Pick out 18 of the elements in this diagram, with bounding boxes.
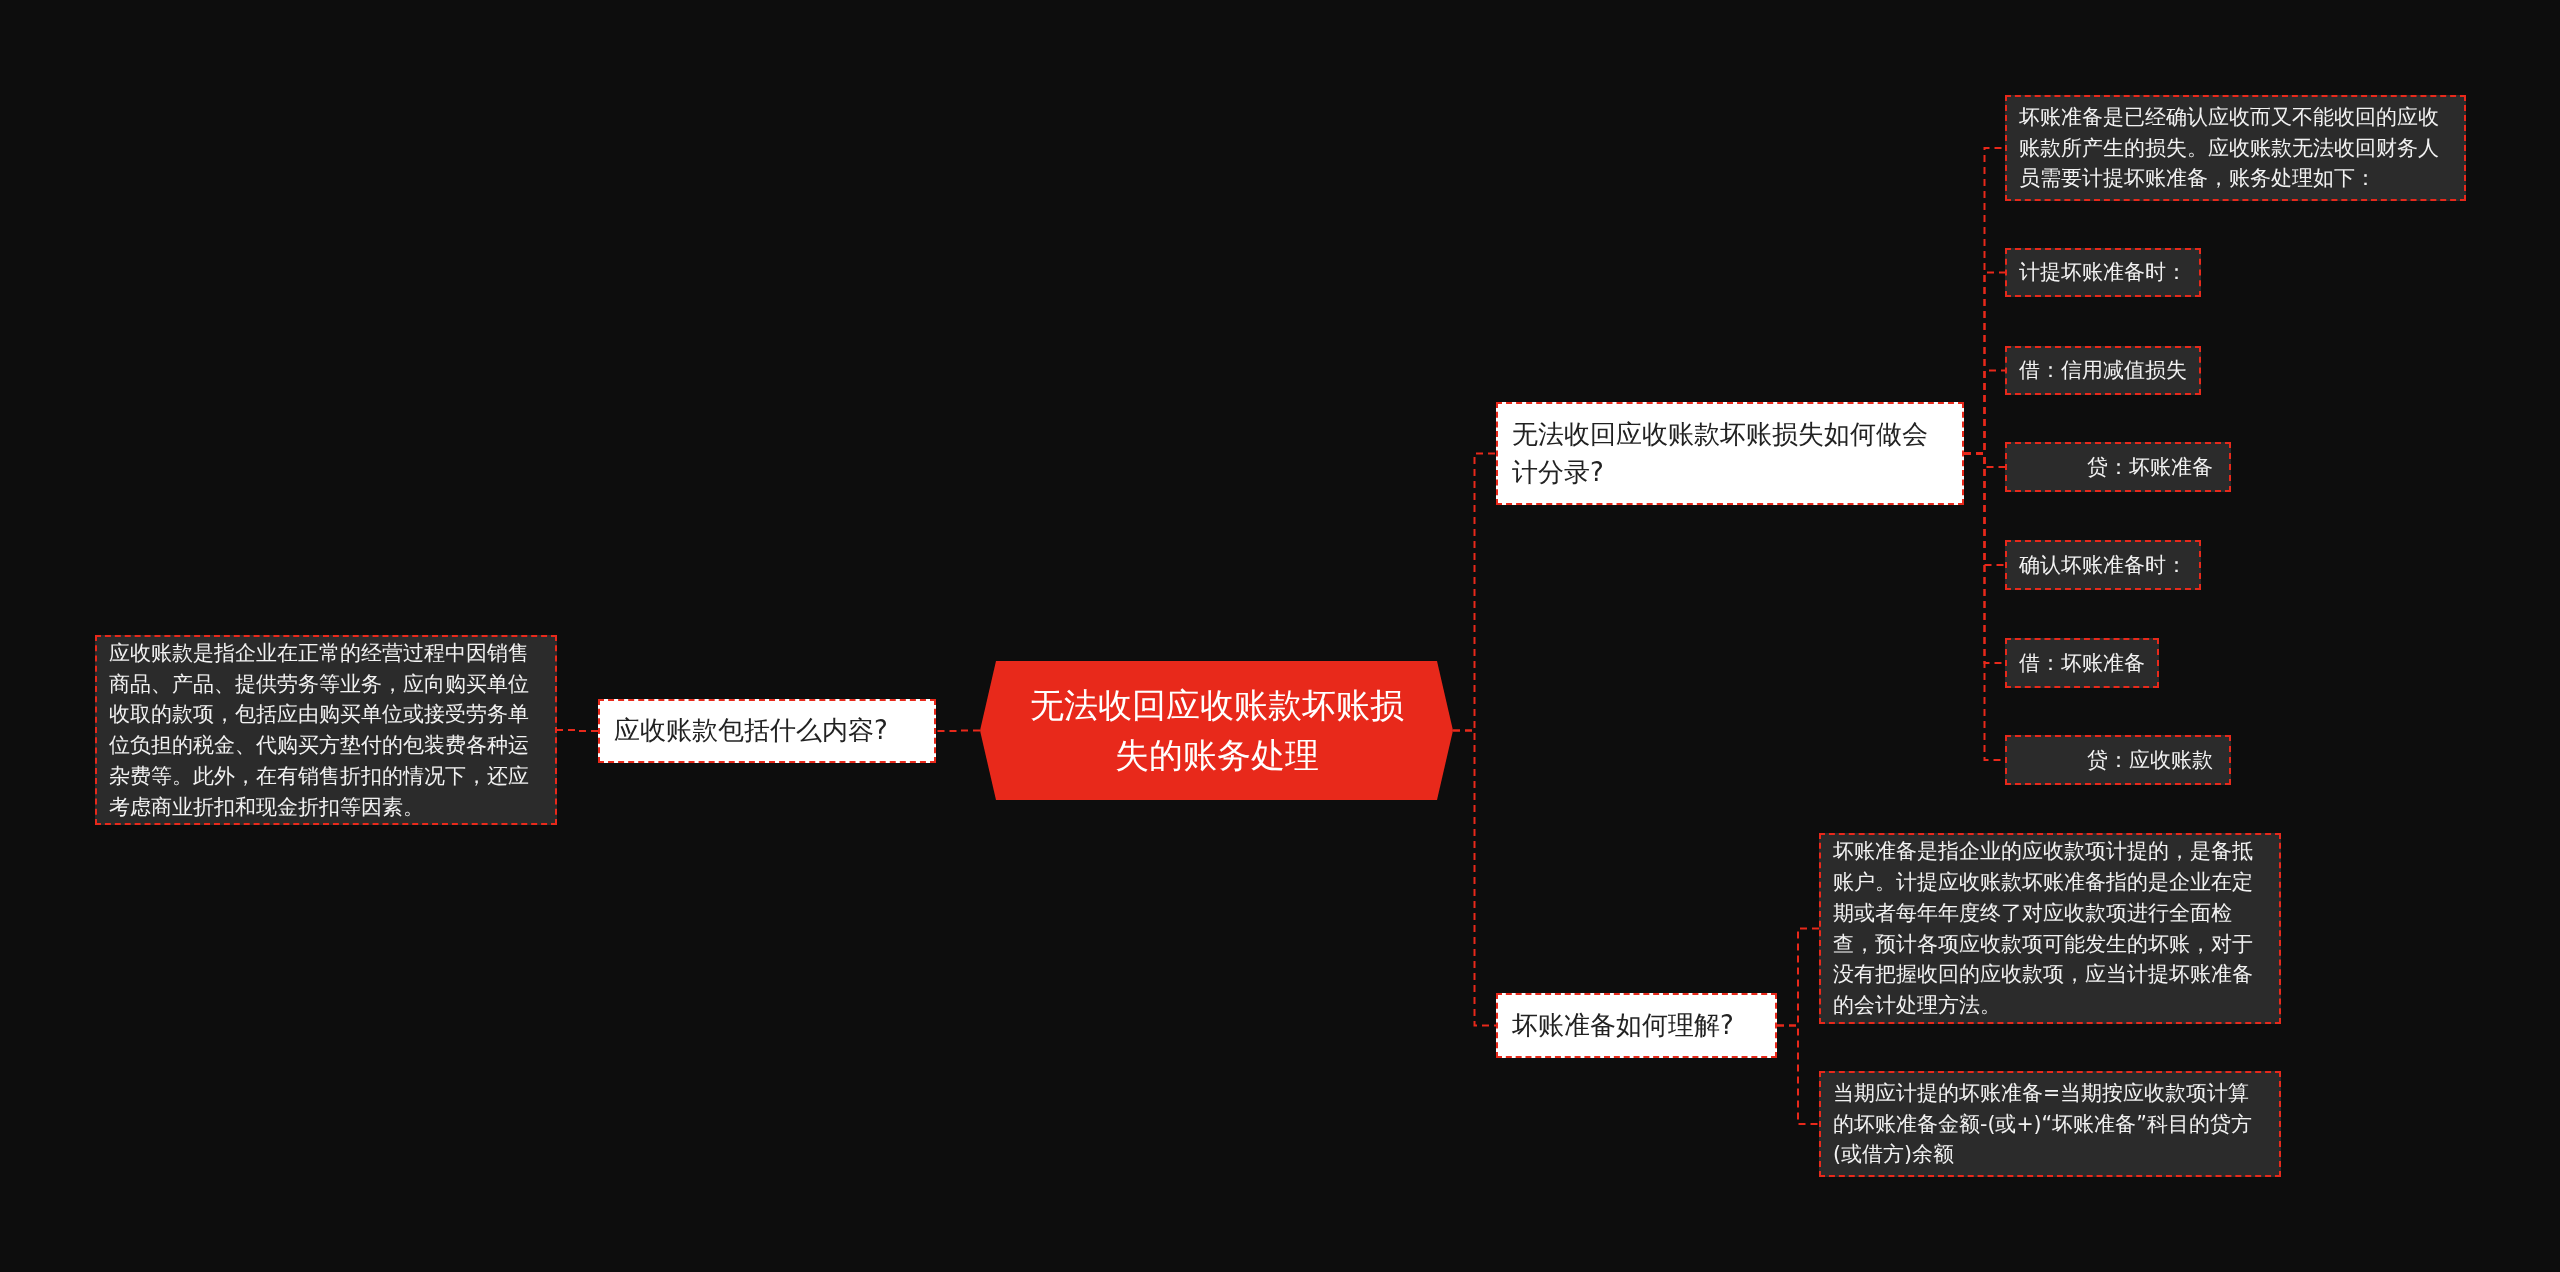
note-box: 坏账准备是已经确认应收而又不能收回的应收账款所产生的损失。应收账款无法收回财务人员需要计提坏账准备，账务处理如下： [2005,95,2466,201]
note-box: 贷：坏账准备 [2005,442,2231,492]
note-box: 坏账准备是指企业的应收款项计提的，是备抵账户。计提应收账款坏账准备指的是企业在定期或者每年年度终了对应收款项进行全面检查，预计各项应收款项可能发生的坏账，对于没有把握收回的应收款项，应当计提坏账准备的会计处理方法。 [1819,833,2281,1024]
note-box: 确认坏账准备时： [2005,540,2201,590]
question-box: 无法收回应收账款坏账损失如何做会计分录? [1496,402,1964,505]
connector-line [935,729,981,732]
note-box: 当期应计提的坏账准备=当期按应收款项计算的坏账准备金额-(或+)“坏账准备”科目的贷方(或借方)余额 [1819,1071,2281,1177]
note-box: 应收账款是指企业在正常的经营过程中因销售商品、产品、提供劳务等业务，应向购买单位收取的款项，包括应由购买单位或接受劳务单位负担的税金、代购买方垫付的包装费各种运杂费等。此外，在有销售折扣的情况下，还应考虑商业折扣和现金折扣等因素。 [95,635,557,825]
note-box: 借：信用减值损失 [2005,346,2201,395]
connector-line [1776,1024,1820,1125]
note-box: 计提坏账准备时： [2005,248,2201,297]
question-box: 应收账款包括什么内容? [598,699,936,763]
note-box: 借：坏账准备 [2005,638,2159,688]
central-topic: 无法收回应收账款坏账损失的账务处理 [980,661,1453,800]
connector-line [1452,729,1497,1027]
note-box: 贷：应收账款 [2005,735,2231,785]
connector-line [556,729,599,732]
question-box: 坏账准备如何理解? [1496,993,1777,1058]
